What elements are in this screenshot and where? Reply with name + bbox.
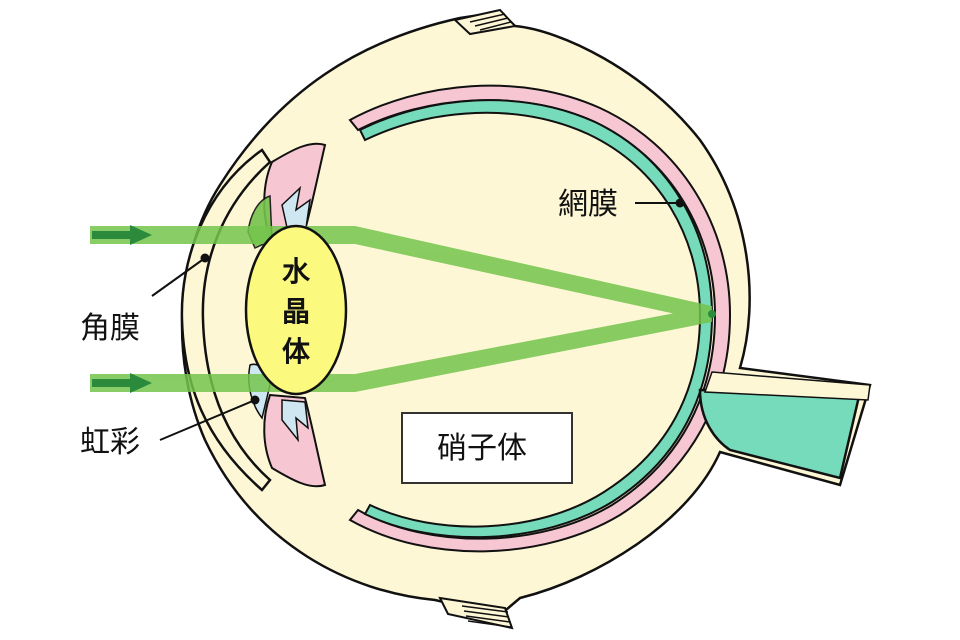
iris-leader <box>159 399 256 441</box>
muscle-top <box>452 8 517 36</box>
arrow-lower <box>92 373 152 393</box>
lens-label-1: 水 <box>282 255 311 288</box>
cornea-leader <box>151 257 206 297</box>
ray-lower <box>90 306 712 392</box>
focus-point <box>708 310 716 318</box>
vitreous-label-box: 硝子体 <box>401 412 573 484</box>
arrow-upper <box>92 225 152 245</box>
light-rays <box>90 226 712 392</box>
lens-label-3: 体 <box>282 335 311 368</box>
cornea-label: 角膜 <box>80 311 140 346</box>
retina-label: 網膜 <box>558 187 618 222</box>
arrows <box>92 225 152 393</box>
leader-lines <box>151 198 685 441</box>
muscle-top-lines <box>469 13 512 31</box>
iris-label: 虹彩 <box>80 425 140 460</box>
optic-nerve <box>698 388 862 480</box>
muscle-bottom-lines <box>461 605 512 628</box>
optic-nerve-sheath <box>703 371 871 401</box>
retina-layer <box>358 99 714 539</box>
ciliary-body-lower <box>263 393 327 488</box>
zonule-lower <box>281 399 309 443</box>
lens <box>244 224 348 396</box>
ray-upper <box>90 226 712 322</box>
lens-label-2: 晶 <box>282 295 310 328</box>
vitreous-label: 硝子体 <box>437 431 527 466</box>
